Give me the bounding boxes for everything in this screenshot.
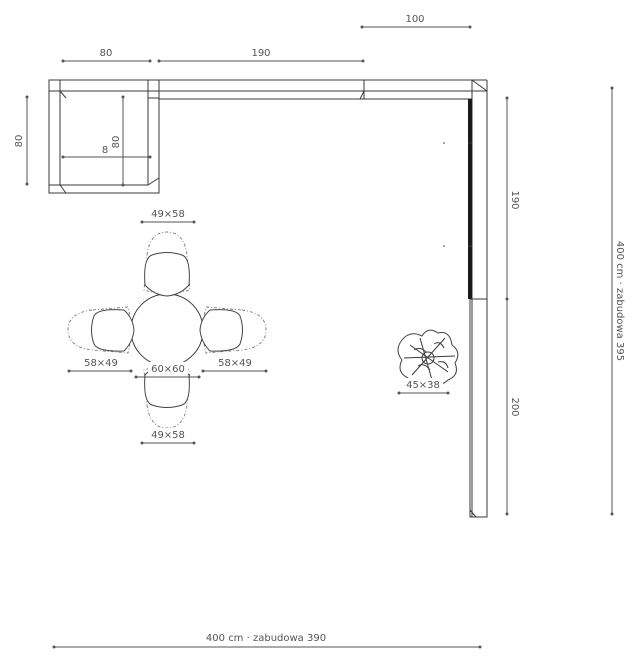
dim-right-lower: 200 — [509, 397, 520, 416]
chair-right — [199, 306, 267, 354]
right-module — [443, 79, 488, 518]
dim-bottom-total: 400 cm · zabudowa 390 — [206, 633, 326, 644]
round-table — [130, 293, 204, 367]
plant-icon — [397, 329, 459, 386]
dimension-lines — [25, 25, 614, 649]
chair-top — [143, 231, 191, 297]
corner-module — [48, 79, 160, 194]
dim-left-height: 80 — [14, 135, 25, 148]
dimension-labels: 100 80 190 80 80 8 190 200 400 cm · zabu… — [12, 12, 628, 644]
dim-chair-bottom: 49×58 — [151, 430, 185, 441]
dim-chair-right: 58×49 — [218, 358, 252, 369]
dim-inner-height: 80 — [111, 136, 122, 149]
top-module — [158, 79, 488, 100]
dim-chair-top: 49×58 — [151, 209, 185, 220]
dim-chair-left: 58×49 — [84, 358, 118, 369]
dim-right-upper: 190 — [509, 190, 520, 209]
dim-inner-small: 8 — [102, 145, 108, 156]
dim-top-right: 100 — [405, 14, 424, 25]
dim-table: 60×60 — [151, 364, 185, 375]
dim-right-total: 400 cm · zabudowa 395 — [614, 241, 625, 361]
dim-top-middle: 190 — [251, 48, 270, 59]
chair-left — [67, 306, 135, 354]
dim-top-left-module: 80 — [100, 48, 113, 59]
dim-plant: 45×38 — [406, 380, 440, 391]
dining-set — [67, 231, 267, 429]
